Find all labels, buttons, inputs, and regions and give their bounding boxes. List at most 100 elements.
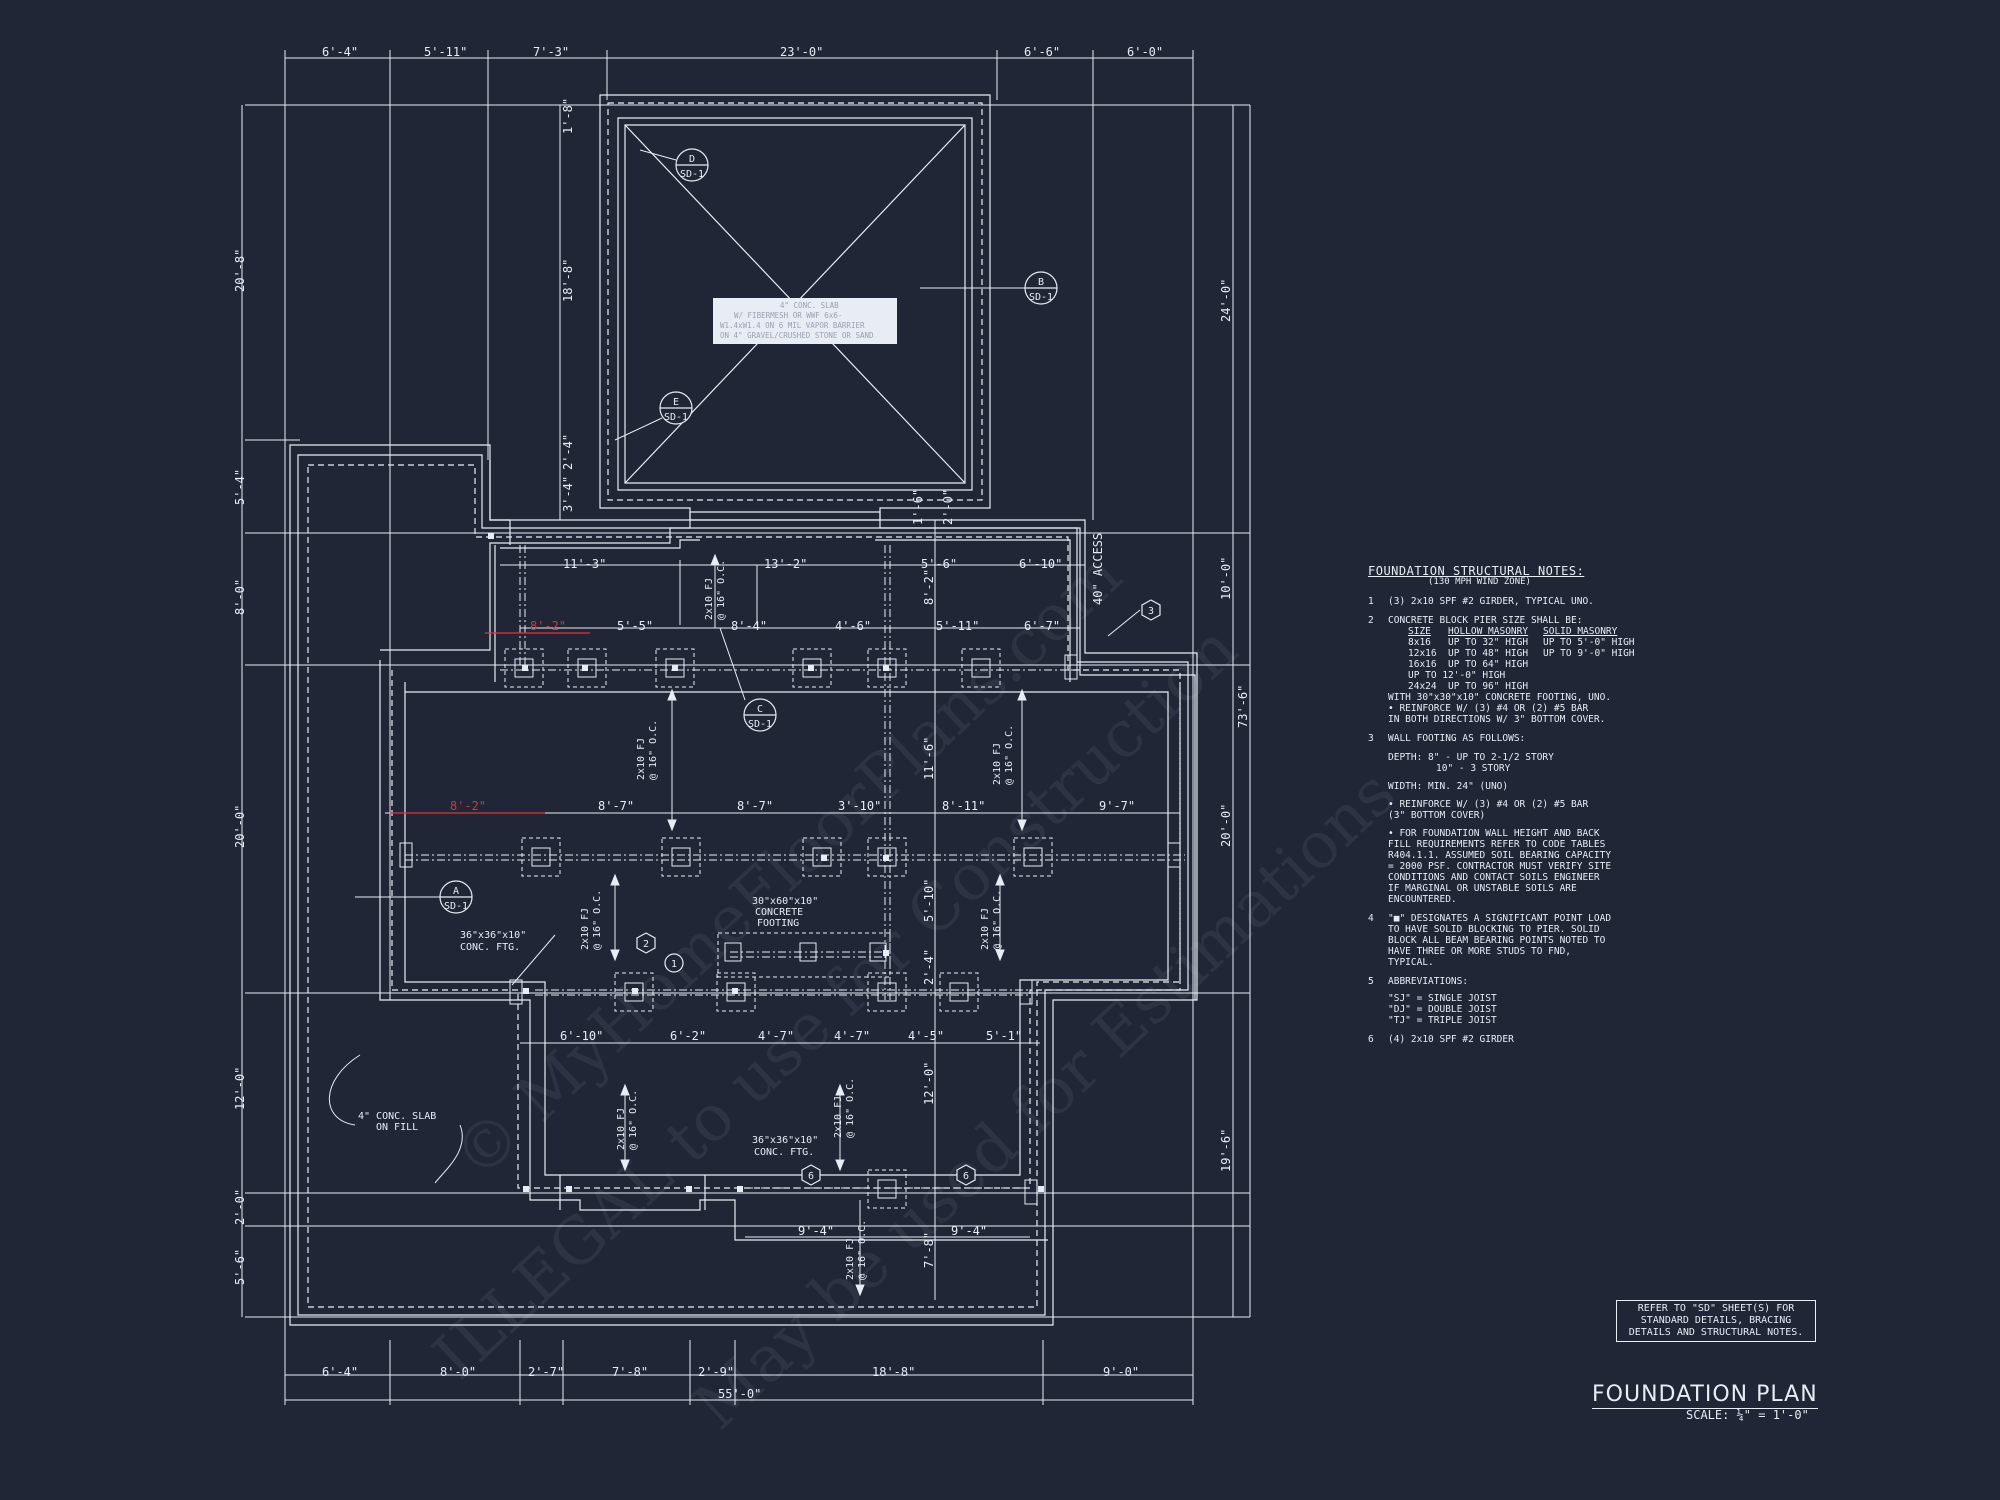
dim-bottom-2: 8'-0" <box>440 1365 476 1379</box>
detail-callout-c <box>743 698 777 732</box>
joist-oc: @ 16" O.C. <box>628 1090 639 1150</box>
pier <box>504 648 544 688</box>
slab-fill-squiggle <box>328 1054 463 1184</box>
foundation-walls <box>289 94 1198 1326</box>
detail-callout-e <box>659 391 693 425</box>
red-dim-lines <box>390 632 590 814</box>
dim-bottom-3: 2'-7" <box>528 1365 564 1379</box>
dim-left-1: 20'-8" <box>233 249 247 292</box>
dim-row1-1: 11'-3" <box>563 557 606 571</box>
note-text: DEPTH: 8" - UP TO 2-1/2 STORY <box>1388 752 1554 763</box>
pier <box>1013 837 1053 877</box>
note-text: WIDTH: MIN. 24" (UNO) <box>1388 781 1509 792</box>
note-marker-6 <box>801 1164 821 1186</box>
note-1: 1 (3) 2x10 SPF #2 GIRDER, TYPICAL UNO. <box>1368 596 1638 607</box>
dim-row4-5: 4'-5" <box>908 1029 944 1043</box>
joist-label: 2x10 FJ <box>580 908 591 950</box>
note-marker-6-text: 6 <box>808 1171 814 1182</box>
detail-sheet-b: SD-1 <box>1029 292 1053 303</box>
detail-sheet-e: SD-1 <box>664 412 688 423</box>
interior-dim-lines <box>385 105 1180 1300</box>
dim-bottom-5: 2'-9" <box>698 1365 734 1379</box>
point-loads <box>488 533 1044 1192</box>
dim-right-2: 10'-0" <box>1219 557 1233 600</box>
joist-oc: @ 16" O.C. <box>716 560 727 620</box>
dim-top-5: 6'-6" <box>1024 45 1060 59</box>
detail-sheet-a: SD-1 <box>444 901 468 912</box>
note-number: 5 <box>1368 976 1374 987</box>
dim-vert-5: 12'-0" <box>922 1062 936 1105</box>
note-text: WALL FOOTING AS FOLLOWS: <box>1388 733 1526 744</box>
dim-row2-3: 4'-6" <box>835 619 871 633</box>
dim-vert-2: 11'-6" <box>922 737 936 780</box>
dim-row3-3: 3'-10" <box>838 799 881 813</box>
dim-inner-1: 1'-8" <box>561 98 575 134</box>
note-marker-3-text: 3 <box>1148 606 1154 617</box>
dim-row1-4: 6'-10" <box>1019 557 1062 571</box>
structural-notes: FOUNDATION STRUCTURAL NOTES: (130 MPH WI… <box>1368 565 1638 1045</box>
dim-bottom-1: 6'-4" <box>322 1365 358 1379</box>
dim-row2-1: 5'-5" <box>617 619 653 633</box>
dim-row4-3: 4'-7" <box>758 1029 794 1043</box>
note-text: (3) 2x10 SPF #2 GIRDER, TYPICAL UNO. <box>1388 596 1594 607</box>
note-4: 4"■" DESIGNATES A SIGNIFICANT POINT LOAD… <box>1368 913 1638 968</box>
dim-right-1: 24'-0" <box>1219 279 1233 322</box>
dim-row4-6: 5'-1" <box>986 1029 1022 1043</box>
note-marker-1-text: 1 <box>671 959 677 970</box>
dim-row2-5: 6'-7" <box>1024 619 1060 633</box>
pier <box>939 972 979 1012</box>
ref-line-3: DETAILS AND STRUCTURAL NOTES. <box>1628 1327 1804 1338</box>
drawing-title: FOUNDATION PLAN <box>1592 1382 1818 1409</box>
note-text: "DJ" = DOUBLE JOIST <box>1388 1004 1497 1015</box>
joist-label: 2x10 FJ <box>616 1108 627 1150</box>
dim-row2-2: 8'-4" <box>731 619 767 633</box>
note-text: • REINFORCE W/ (3) #4 OR (2) #5 BAR <box>1388 703 1589 714</box>
dim-row4-1: 6'-10" <box>560 1029 603 1043</box>
joist-oc: @ 16" O.C. <box>845 1078 856 1138</box>
dim-vert-1: 8'-2" <box>922 569 936 605</box>
ref-line-1: REFER TO "SD" SHEET(S) FOR <box>1637 1303 1795 1314</box>
pier <box>867 1169 907 1209</box>
conc-ftg-b-line1: 36"x36"x10" <box>752 1135 818 1146</box>
detail-sheet-d: SD-1 <box>680 169 704 180</box>
note-marker-6b <box>956 1164 976 1186</box>
dim-row2-4: 5'-11" <box>936 619 979 633</box>
detail-letter-d: D <box>689 154 695 165</box>
large-footing-line1: 30"x60"x10" <box>752 896 818 907</box>
dim-inner-2: 18'-8" <box>561 259 575 302</box>
detail-callout-d <box>675 148 709 182</box>
dim-row3-1: 8'-7" <box>598 799 634 813</box>
dim-right-total: 73'-6" <box>1236 685 1250 728</box>
ref-line-2: STANDARD DETAILS, BRACING <box>1640 1315 1792 1326</box>
joist-oc: @ 16" O.C. <box>648 720 659 780</box>
joist-label: 2x10 FJ <box>845 1238 856 1280</box>
joist-oc: @ 16" O.C. <box>857 1220 868 1280</box>
pier <box>867 837 907 877</box>
note-number: 2 <box>1368 615 1374 626</box>
pier-col-hollow: HOLLOW MASONRY <box>1448 626 1529 637</box>
pier <box>661 837 701 877</box>
access-label: 40" ACCESS <box>1091 533 1105 605</box>
dim-row3-2: 8'-7" <box>737 799 773 813</box>
dim-vert-7: 1'-6" <box>911 489 925 525</box>
dim-row4-4: 4'-7" <box>834 1029 870 1043</box>
detail-callouts <box>439 148 1058 914</box>
dim-top-4: 23'-0" <box>780 45 823 59</box>
pier <box>567 648 607 688</box>
large-footing <box>717 932 891 978</box>
note-marker-2 <box>636 932 656 954</box>
detail-letter-a: A <box>453 886 459 897</box>
dim-bottom-7: 9'-0" <box>1103 1365 1139 1379</box>
joist-label: 2x10 FJ <box>833 1096 844 1138</box>
note-2: 2 CONCRETE BLOCK PIER SIZE SHALL BE: SIZ… <box>1368 615 1638 725</box>
large-footing-line3: FOOTING <box>757 918 799 929</box>
note-number: 1 <box>1368 596 1374 607</box>
dim-top-1: 6'-4" <box>322 45 358 59</box>
note-text: CONCRETE BLOCK PIER SIZE SHALL BE: <box>1388 615 1583 626</box>
dim-row3-4: 8'-11" <box>942 799 985 813</box>
dim-vert-4: 2'-4" <box>922 949 936 985</box>
dim-top-2: 5'-11" <box>424 45 467 59</box>
